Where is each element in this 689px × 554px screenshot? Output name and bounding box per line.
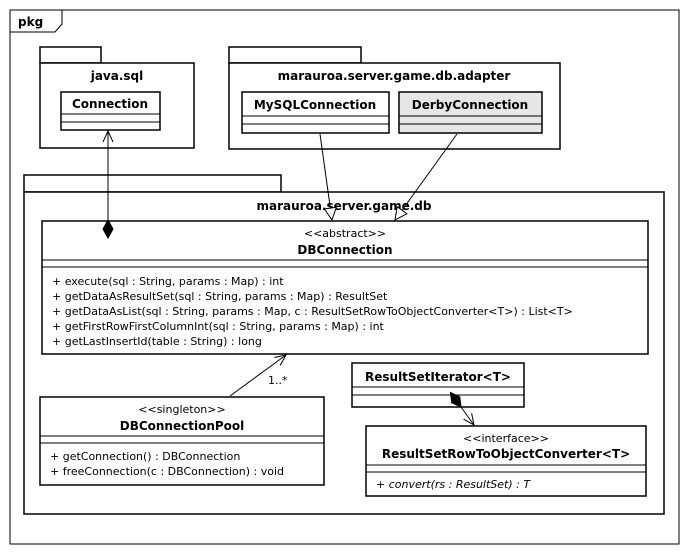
association-pool-dbconnection <box>229 355 286 397</box>
dbconnection-operation: + getDataAsList(sql : String, params : M… <box>52 305 573 318</box>
converter-operation: + convert(rs : ResultSet) : T <box>376 478 531 491</box>
realization-mysql-dbconnection <box>319 133 332 220</box>
class-converter-stereotype: <<interface>> <box>463 432 549 445</box>
class-converter-name: ResultSetRowToObjectConverter<T> <box>382 447 630 461</box>
dbconnection-operation: + execute(sql : String, params : Map) : … <box>52 275 284 288</box>
class-mysql-connection[interactable]: MySQLConnection <box>241 91 390 134</box>
class-resultsetiterator[interactable]: ResultSetIterator<T> <box>351 362 525 408</box>
package-adapter-name: marauroa.server.game.db.adapter <box>278 69 511 83</box>
multiplicity-label: 1..* <box>268 374 288 387</box>
frame-label: pkg <box>18 15 43 29</box>
dbconnectionpool-operation: + freeConnection(c : DBConnection) : voi… <box>50 465 284 478</box>
dbconnection-operation: + getLastInsertId(table : String) : long <box>52 335 262 348</box>
dbconnection-operation: + getFirstRowFirstColumnInt(sql : String… <box>52 320 385 333</box>
class-dbconnection-stereotype: <<abstract>> <box>304 227 386 240</box>
class-resultsetrowtoobjectconverter[interactable]: <<interface>> ResultSetRowToObjectConver… <box>365 425 647 497</box>
class-dbconnectionpool[interactable]: <<singleton>> DBConnectionPool + getConn… <box>39 396 325 486</box>
dbconnection-operation: + getDataAsResultSet(sql : String, param… <box>52 290 388 303</box>
class-dbconnectionpool-name: DBConnectionPool <box>120 419 245 433</box>
class-dbconnectionpool-stereotype: <<singleton>> <box>138 403 225 416</box>
realization-derby-dbconnection <box>395 133 458 220</box>
package-java-sql-name: java.sql <box>90 69 144 83</box>
class-mysql-connection-name: MySQLConnection <box>254 98 376 112</box>
class-dbconnection[interactable]: <<abstract>> DBConnection + execute(sql … <box>41 220 649 355</box>
class-derby-connection-name: DerbyConnection <box>412 98 528 112</box>
class-connection-name: Connection <box>72 97 148 111</box>
class-connection[interactable]: Connection <box>60 91 161 131</box>
dbconnectionpool-operation: + getConnection() : DBConnection <box>50 450 240 463</box>
class-dbconnection-name: DBConnection <box>297 243 392 257</box>
package-adapter[interactable]: marauroa.server.game.db.adapter <box>228 46 561 150</box>
package-db-name: marauroa.server.game.db <box>257 199 432 213</box>
composition-iterator-converter <box>461 407 474 425</box>
class-derby-connection[interactable]: DerbyConnection <box>398 91 543 134</box>
class-resultsetiterator-name: ResultSetIterator<T> <box>365 370 511 384</box>
